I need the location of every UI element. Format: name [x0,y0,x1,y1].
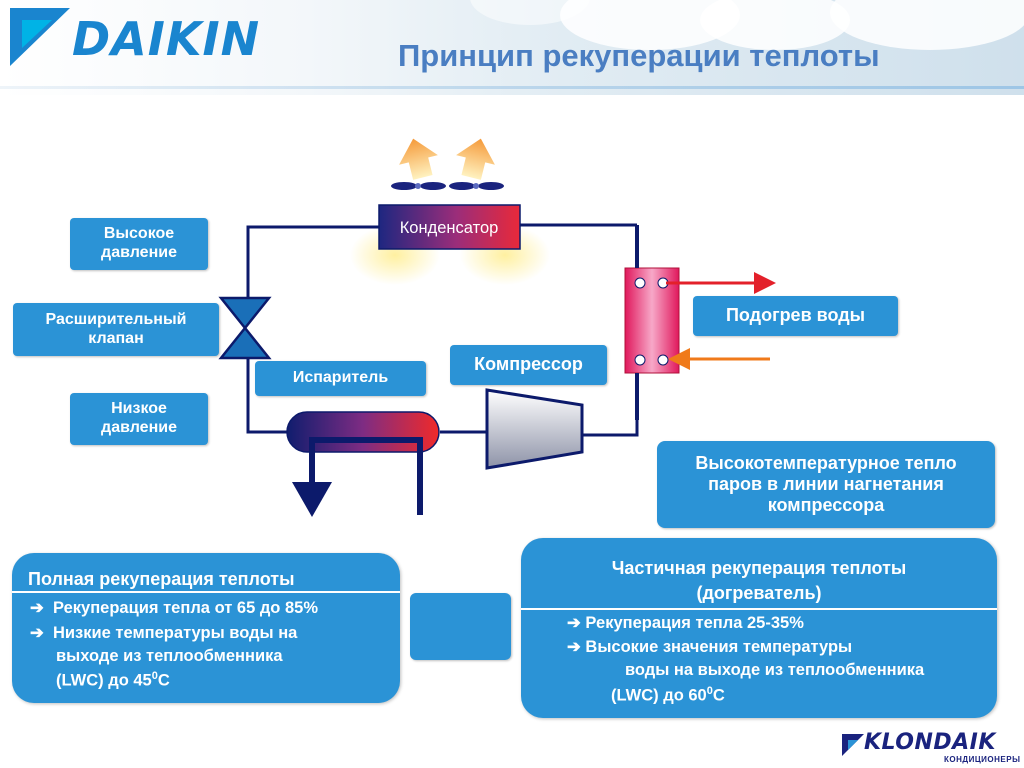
full-recovery-panel: Полная рекуперация теплоты ➔ Рекуперация… [12,553,400,703]
condenser-label: Конденсатор [400,219,499,237]
arrow-right-icon: ➔ [567,614,581,632]
arrow-right-icon: ➔ [30,624,44,642]
full-recovery-title: Полная рекуперация теплоты [28,569,295,589]
partial-recovery-item: ➔ Рекуперация тепла 25-35% [567,614,804,632]
partial-recovery-item-cont: (LWC) до 600C [611,685,725,705]
daikin-logo-text: DAIKIN [72,12,261,66]
evaporator-water-out-arrow-icon [292,482,332,517]
klondaik-logo-subtitle: КОНДИЦИОНЕРЫ [944,755,1021,764]
daikin-logo-mark-icon [10,8,70,66]
partial-recovery-item: ➔ Высокие значения температуры [567,638,853,656]
partial-recovery-panel: Частичная рекуперация теплоты(догревател… [521,538,997,718]
full-recovery-item: ➔ Рекуперация тепла от 65 до 85% [30,599,318,617]
warm-air-arrow-right-icon [456,138,495,180]
full-recovery-item-cont: выходе из теплообменника [56,647,283,665]
evaporator-label: Испаритель [255,361,426,396]
arrow-right-icon: ➔ [567,638,581,656]
water-in-arrow-icon [668,348,690,370]
partial-recovery-divider [521,608,997,610]
page-title: Принцип рекуперации теплоты [398,38,880,73]
hot-water-out-arrow-icon [754,272,776,294]
condenser-fan-left-icon [391,182,446,190]
full-recovery-divider [12,591,400,593]
klondaik-logo-text: KLONDAIK [864,730,996,755]
compressor-icon [485,388,584,470]
compressor-label: Компрессор [450,345,607,385]
condenser-fan-right-icon [449,182,504,190]
warm-air-arrow-left-icon [399,138,438,180]
klondaik-logo-mark-icon [842,734,864,756]
header-divider [0,86,1024,89]
daikin-logo: DAIKIN [8,6,348,72]
expansion-valve-icon [218,296,272,331]
connector-block [410,593,511,660]
full-recovery-item: ➔ Низкие температуры воды на [30,624,298,642]
full-recovery-item-cont: (LWC) до 450C [56,670,170,690]
partial-recovery-title: Частичная рекуперация теплоты(догревател… [611,558,907,604]
evaporator-water-pipe [309,437,423,515]
klondaik-logo: KLONDAIK КОНДИЦИОНЕРЫ [840,730,1020,766]
condenser-unit [378,204,521,250]
water-heating-label: Подогрев воды [693,296,898,336]
partial-recovery-item-cont: воды на выходе из теплообменника [625,661,925,679]
water-heat-exchanger [624,267,680,374]
arrow-right-icon: ➔ [30,599,44,617]
header-banner [0,0,1024,95]
